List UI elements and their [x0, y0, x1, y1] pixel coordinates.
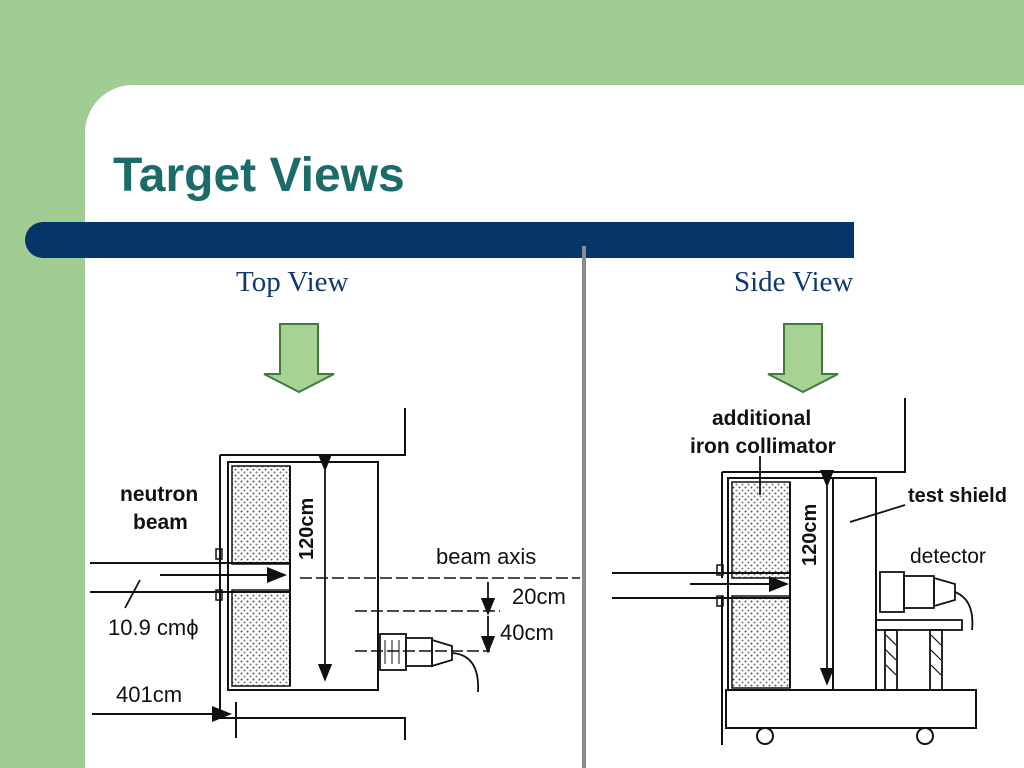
height-label: 120cm [296, 497, 318, 560]
neutron-beam-label: neutron [120, 483, 199, 506]
test-shield-label: test shield [908, 485, 1007, 507]
beam-diameter-label: 10.9 cmϕ [108, 615, 199, 640]
offset-20-label: 20cm [512, 584, 566, 609]
height-label: 120cm [799, 503, 821, 566]
slide-accent-block [0, 0, 360, 85]
beam-axis-label: beam axis [436, 544, 537, 569]
offset-40-label: 40cm [500, 620, 554, 645]
title-underline-bar [25, 222, 854, 258]
collimator-label: iron collimator [690, 435, 836, 458]
slide-title: Target Views [113, 149, 405, 202]
side-view-heading: Side View [734, 266, 854, 298]
top-view-heading: Top View [236, 266, 349, 298]
top-view-drawing [90, 408, 580, 740]
view-divider [582, 246, 586, 768]
down-arrow-icon [263, 323, 335, 394]
neutron-beam-label: beam [133, 511, 188, 534]
collimator-label: additional [712, 407, 812, 430]
detector-label: detector [910, 545, 986, 568]
distance-label: 401cm [116, 682, 183, 707]
side-view-drawing [612, 398, 977, 745]
down-arrow-icon [767, 323, 839, 394]
